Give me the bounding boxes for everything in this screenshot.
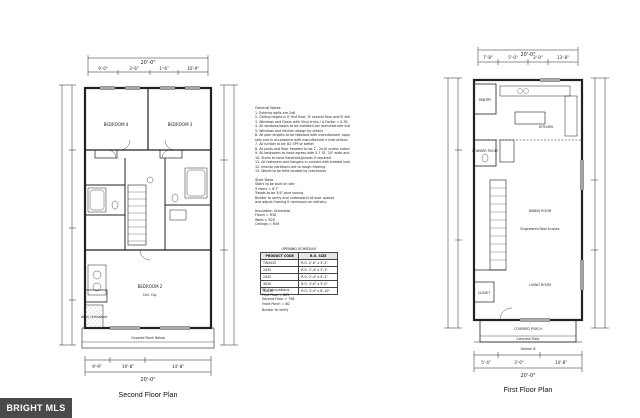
first-floor-bottom-dim: 20'-0" xyxy=(520,373,535,379)
table-cell: 30610 xyxy=(259,287,300,295)
room-label-living: LIVING ROOM xyxy=(529,283,551,287)
room-label-pantry: PANTRY xyxy=(479,98,491,102)
covered-porch-below-label: Covered Porch Below xyxy=(131,336,165,340)
note-item: 3. Windows and Doors with Vinyl trims / … xyxy=(255,119,348,124)
note-item: 4. All windows/doors to be installed per… xyxy=(255,124,350,128)
dim-label: 19'-8" xyxy=(122,364,134,369)
table-cell: R.O. 2'-4" x 4'-2" xyxy=(298,273,338,281)
note-item: 6. All plan lengths to be followed with … xyxy=(255,133,350,137)
dim-label: 9'-9" xyxy=(92,364,102,369)
column-header: R.O. SIZE xyxy=(298,252,338,260)
table-cell: R.O. 3'-0" x 6'-10" xyxy=(298,287,338,295)
sf-calculations: SF Calculations First Floor = 825 Second… xyxy=(262,288,332,313)
sf-item: First Floor = 825 xyxy=(262,292,290,297)
stair-item: and adjust framing if necessary on deliv… xyxy=(255,200,327,204)
watermark-logo: BRIGHT MLS xyxy=(0,398,72,418)
insulation-title: Insulation Schedule xyxy=(255,208,291,213)
dim-label: 9'-0" xyxy=(98,66,108,71)
dim-label: 3'-6" xyxy=(129,66,139,71)
dim-label: 2'-0" xyxy=(533,55,543,60)
first-floor-labels: 20'-0" 7'-8" 5'-0" 2'-0" 13'-8" KITCHEN … xyxy=(472,52,569,394)
stair-item: 9 risers = 8'7" xyxy=(255,186,279,191)
opening-schedule-title: OPENING SCHEDULE xyxy=(281,247,317,251)
table-header-row: PRODUCT CODE R.O. SIZE xyxy=(259,252,338,260)
table-cell: 2442 xyxy=(259,273,300,281)
table-row: 3030 R.O. 3'-0" x 3'-0" xyxy=(259,280,338,288)
room-label-bedroom-3: BEDROOM 3 xyxy=(168,122,193,127)
note-item: 11. All fasteners and hangers in contact… xyxy=(255,160,350,164)
room-label-dining: DINING ROOM xyxy=(529,209,552,213)
table-cell: TW2032 xyxy=(259,259,300,267)
table-row: TW2032 R.O. 2'-0" x 3'-2" xyxy=(259,259,338,267)
room-label-closet: CLOSET xyxy=(478,291,490,295)
dim-label: 10'-9" xyxy=(187,66,199,71)
note-item: 5. Windows and kitchen design by others xyxy=(255,128,323,133)
stair-item: Builder to verify and understand all sta… xyxy=(255,195,335,200)
note-item: 13. Would to be field located by mechani… xyxy=(255,169,327,173)
dim-label: 5'-4" xyxy=(481,360,491,365)
first-floor-caption: First Floor Plan xyxy=(504,385,553,394)
second-floor-plan xyxy=(59,55,238,376)
room-label-bedroom-2: BEDROOM 2 xyxy=(138,284,163,289)
general-notes: General Notes 1. Exterior walls are 2x6 … xyxy=(255,106,350,227)
second-floor-bottom-dim: 20'-0" xyxy=(140,377,155,383)
general-notes-title: General Notes xyxy=(255,106,281,110)
sf-title: SF Calculations xyxy=(262,288,290,292)
dim-label: 14'-8" xyxy=(172,364,184,369)
room-label-bedroom-4: BEDROOM 4 xyxy=(104,122,129,127)
table-cell: 2432 xyxy=(259,266,300,274)
table-cell: R.O. 2'-0" x 3'-2" xyxy=(298,259,338,267)
stair-item: Stairs to be built on site xyxy=(255,182,295,186)
note-item: 9. All bedrooms to have egress with 5.7 … xyxy=(255,151,350,155)
table-cell: R.O. 3'-0" x 3'-0" xyxy=(298,280,338,288)
second-floor-labels: 20'-0" 9'-0" 3'-6" 1'-6" 10'-9" BEDROOM … xyxy=(81,60,199,399)
insulation-item: Floors = R30 xyxy=(255,213,277,217)
note-item: 10. Stairs to have handrails/guards if r… xyxy=(255,155,331,160)
table-row: 30610 R.O. 3'-0" x 6'-10" xyxy=(259,287,338,295)
dim-label: 7'-8" xyxy=(483,55,493,60)
table-row: 2442 R.O. 2'-4" x 4'-2" xyxy=(259,273,338,281)
note-item: 2. Ceiling height is 9' first floor, 8' … xyxy=(255,115,350,119)
builder-note: Builder to verify xyxy=(262,308,289,312)
insulation-item: Ceilings = R49 xyxy=(255,222,280,226)
note-item: 8. All joists and floor headers to be 2 … xyxy=(255,146,350,151)
first-floor-top-dim: 20'-0" xyxy=(520,52,535,58)
attic-label: Attic/ Unfinished xyxy=(81,315,107,319)
second-floor-caption: Second Floor Plan xyxy=(118,390,177,399)
section-label: Section B xyxy=(520,347,535,351)
note-item: 7. All lumber to be #2 SPF or better xyxy=(255,142,315,146)
table-cell: 3030 xyxy=(259,280,300,288)
note-item: 12. Interior partitions are to rough fra… xyxy=(255,164,326,169)
stair-data-title: Stair Data xyxy=(255,177,274,182)
dim-label: 14'-8" xyxy=(555,360,567,365)
sf-item: Front Porch = 80 xyxy=(262,301,290,306)
ceiling-note: Ceil. Clg. xyxy=(143,293,157,297)
first-floor-plan xyxy=(444,47,609,372)
dim-label: 5'-0" xyxy=(508,55,518,60)
note-item: sets and in accordance with manufacturer… xyxy=(255,137,348,142)
column-header: PRODUCT CODE xyxy=(259,252,300,260)
table-cell: R.O. 2'-4" x 3'-2" xyxy=(298,266,338,274)
opening-schedule-table: PRODUCT CODE R.O. SIZE TW2032 R.O. 2'-0"… xyxy=(259,252,338,295)
second-floor-top-dim: 20'-0" xyxy=(140,60,155,66)
dim-label: 3'-0" xyxy=(514,360,524,365)
room-label-kitchen: KITCHEN xyxy=(539,125,553,129)
note-item: 1. Exterior walls are 2x6 xyxy=(255,110,296,115)
dim-label: 1'-6" xyxy=(159,66,169,71)
table-row: 2432 R.O. 2'-4" x 3'-2" xyxy=(259,266,338,274)
insulation-item: Walls = R20 xyxy=(255,217,275,222)
covered-porch-label: COVERED PORCH xyxy=(514,327,542,331)
sf-item: Second Floor = 798 xyxy=(262,297,295,301)
dim-label: 13'-8" xyxy=(557,55,569,60)
porch-floor-label: Concrete Floor xyxy=(516,337,540,341)
floor-truss-note: Engineered floor trusses xyxy=(521,227,560,231)
room-label-powder: POWDER ROOM xyxy=(472,149,498,153)
stair-item: Treads to be 5/4" pine nosing xyxy=(255,191,304,195)
